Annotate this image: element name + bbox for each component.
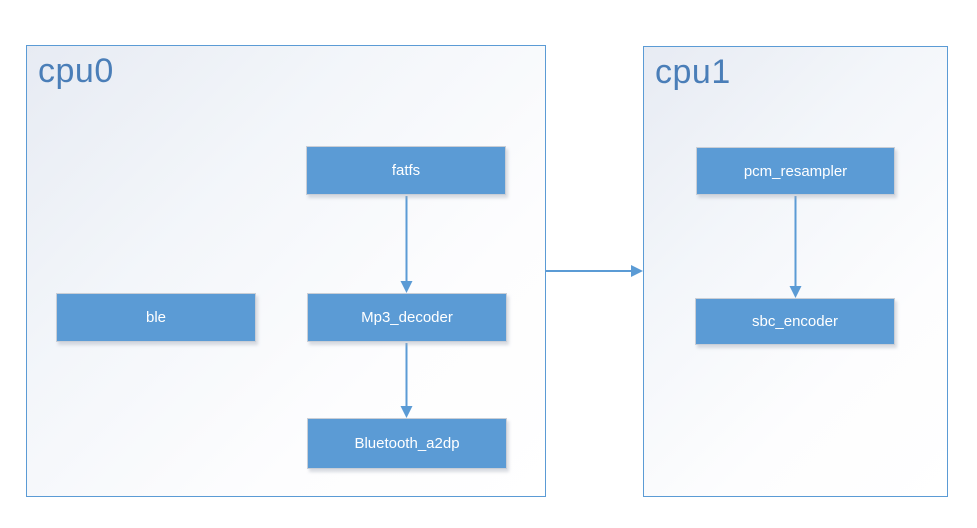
node-bluetooth-a2dp: Bluetooth_a2dp — [307, 418, 507, 469]
node-fatfs: fatfs — [306, 146, 506, 195]
node-ble-label: ble — [145, 309, 167, 326]
node-bluetooth-a2dp-label: Bluetooth_a2dp — [354, 435, 460, 452]
node-sbc-encoder: sbc_encoder — [695, 298, 895, 345]
node-mp3-decoder: Mp3_decoder — [307, 293, 507, 342]
container-cpu0: cpu0 — [26, 45, 546, 497]
node-sbc-encoder-label: sbc_encoder — [752, 313, 838, 330]
node-pcm-resampler-label: pcm_resampler — [743, 162, 848, 180]
node-ble: ble — [56, 293, 256, 342]
container-cpu1: cpu1 — [643, 46, 948, 497]
container-cpu1-title: cpu1 — [655, 53, 731, 91]
edge-cpu0-to-cpu1 — [546, 265, 643, 277]
container-cpu0-title: cpu0 — [38, 52, 114, 90]
node-mp3-decoder-label: Mp3_decoder — [361, 309, 453, 326]
node-pcm-resampler: pcm_resampler — [696, 147, 895, 195]
node-fatfs-label: fatfs — [391, 162, 421, 179]
